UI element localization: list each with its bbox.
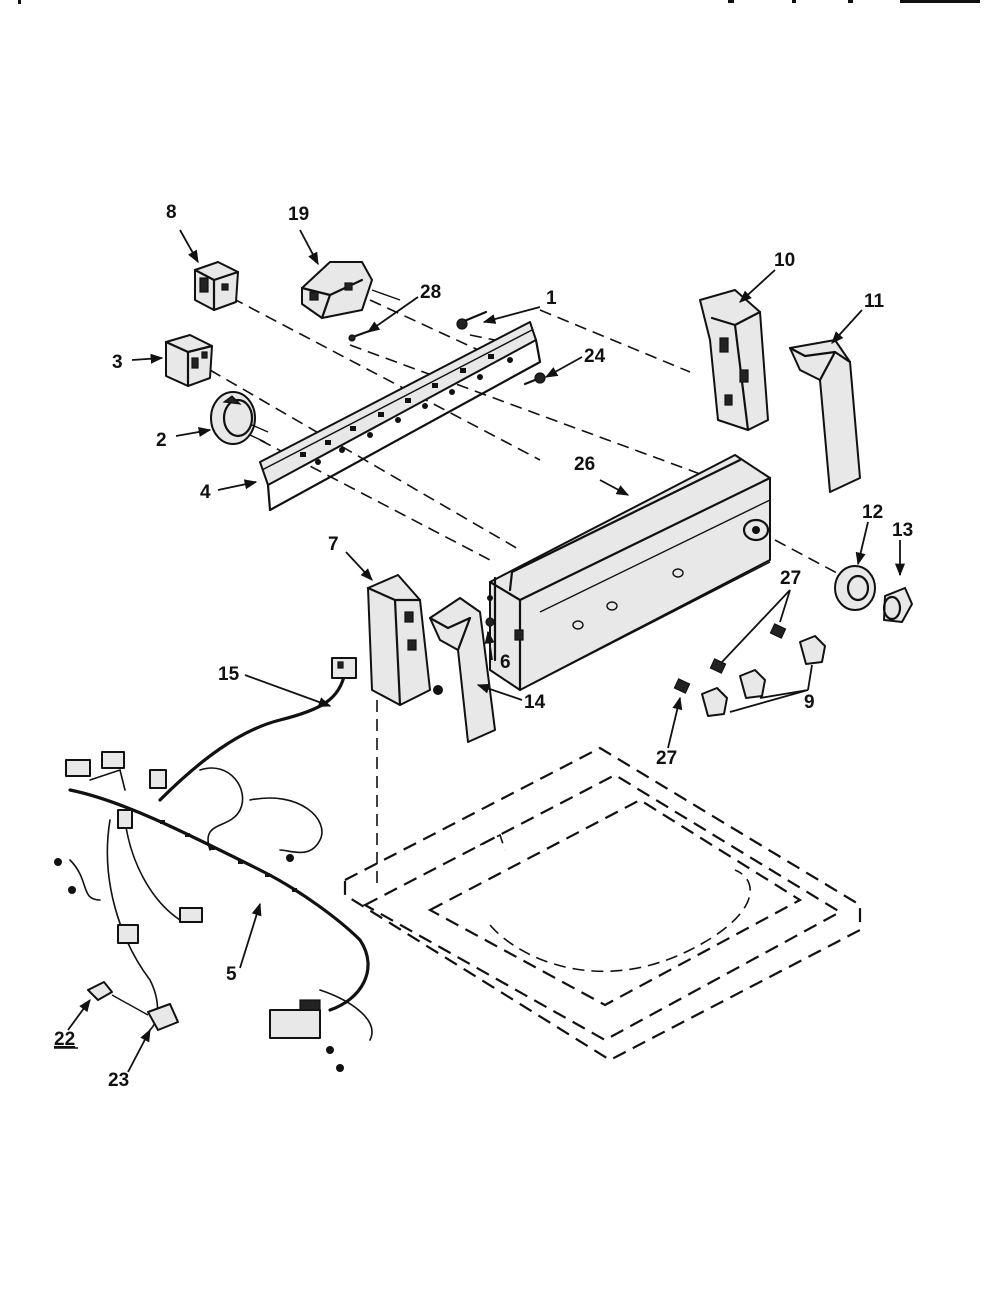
part-15-harness	[158, 657, 357, 802]
part-6-screw	[485, 617, 495, 627]
part-24-screw	[523, 372, 546, 386]
callout-23: 23	[108, 1070, 129, 1091]
callout-10: 10	[774, 250, 795, 271]
part-19-switch	[300, 261, 401, 320]
callout-14: 14	[524, 692, 546, 713]
callout-15: 15	[218, 664, 240, 685]
part-22-clip	[87, 981, 113, 1001]
callout-24: 24	[584, 346, 606, 367]
part-3-switch	[164, 334, 214, 388]
callout-19: 19	[288, 204, 309, 225]
part-23-connector	[111, 994, 179, 1031]
part-26-console	[487, 454, 772, 692]
top-panel-outline	[343, 746, 862, 1062]
part-1-screw	[456, 310, 488, 330]
callout-labels: 8 19 28 1 24 10 11 3 2 4 26 7 6 14 15 12…	[54, 202, 913, 1091]
callout-8: 8	[166, 202, 177, 223]
part-5-harness	[54, 751, 373, 1072]
part-13-knob	[882, 587, 913, 623]
part-9-buttons	[701, 635, 826, 717]
leader-lines	[67, 229, 906, 1073]
callout-2: 2	[156, 430, 167, 451]
part-12-bezel	[834, 565, 876, 611]
part-14-cover	[428, 597, 496, 743]
part-27-springs	[673, 623, 787, 694]
callout-11: 11	[864, 291, 885, 312]
callout-7: 7	[328, 534, 339, 555]
callout-5: 5	[226, 964, 237, 985]
callout-13: 13	[892, 520, 913, 541]
callout-12: 12	[862, 502, 883, 523]
callout-1: 1	[546, 288, 557, 309]
part-7-bracket	[366, 574, 443, 707]
callout-27-upper: 27	[780, 568, 801, 589]
callout-9: 9	[804, 692, 815, 713]
callout-27-lower: 27	[656, 748, 677, 769]
top-edge-marks	[18, 0, 980, 4]
callout-26: 26	[574, 454, 595, 475]
callout-6: 6	[500, 652, 511, 673]
callout-3: 3	[112, 352, 123, 373]
part-4-bracket	[259, 321, 542, 512]
callout-4: 4	[200, 482, 211, 503]
part-10-endcap	[699, 289, 769, 432]
part-11-endcap-cover	[788, 339, 861, 493]
part-8-switch	[193, 261, 240, 312]
part-2-timer	[210, 391, 269, 445]
callout-28: 28	[420, 282, 441, 303]
callout-22: 22	[54, 1029, 75, 1050]
